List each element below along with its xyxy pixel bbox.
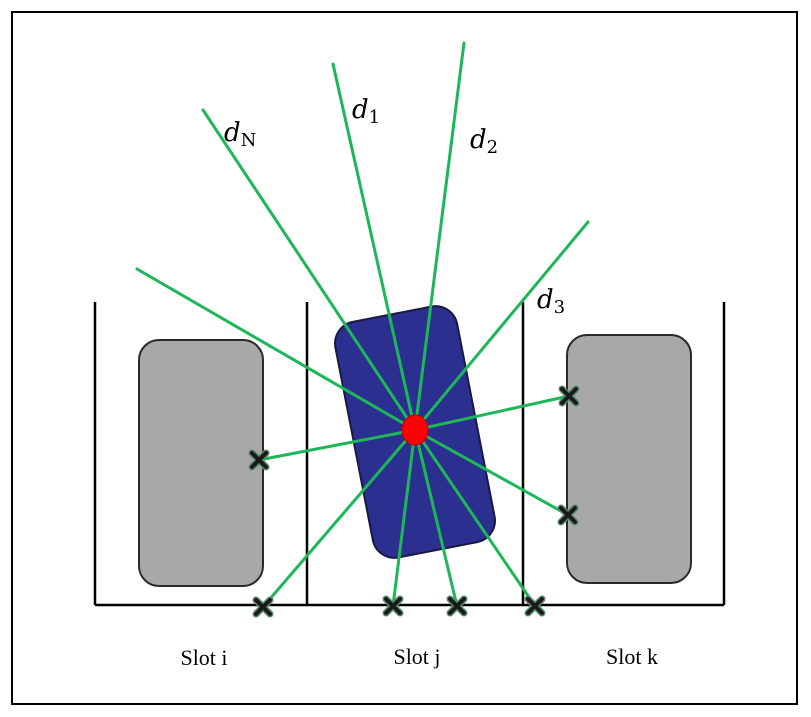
ray-d2 xyxy=(413,41,466,432)
diagram-frame xyxy=(11,11,798,705)
ray-upper-left xyxy=(135,267,417,432)
vehicle-slot-i xyxy=(138,339,264,587)
ray-hit-ground-left xyxy=(261,428,417,609)
ray-hit-ground-center-right xyxy=(413,428,459,608)
cross-mark-stroke xyxy=(559,506,577,524)
label-d1: d1 xyxy=(352,95,380,128)
sensor-origin-dot xyxy=(401,414,429,446)
ray-hit-ground-right xyxy=(413,428,537,608)
ray-hit-slot-i-vehicle xyxy=(257,428,417,462)
cross-mark-icon xyxy=(382,595,404,617)
cross-mark-icon xyxy=(524,595,546,617)
hit-markers xyxy=(248,385,580,618)
cross-mark-icon xyxy=(557,504,579,526)
cross-mark-icon xyxy=(248,449,270,471)
ray-hit-slot-k-lower xyxy=(413,428,570,517)
cross-mark-icon xyxy=(252,596,274,618)
cross-mark-stroke xyxy=(448,597,466,615)
ray-dN xyxy=(201,108,417,432)
cross-mark-stroke xyxy=(526,597,544,615)
label-dN: dN xyxy=(224,118,256,151)
cross-mark-icon xyxy=(446,595,468,617)
ray-d1 xyxy=(331,62,417,432)
cross-mark-icon xyxy=(558,385,580,407)
cross-mark-stroke xyxy=(384,597,402,615)
cross-mark-stroke xyxy=(560,387,578,405)
slot-k-label: Slot k xyxy=(606,644,658,669)
cross-mark-stroke xyxy=(254,598,272,616)
slot-j-label: Slot j xyxy=(393,644,440,669)
ray-bundle xyxy=(135,41,590,609)
slot-i-label: Slot i xyxy=(180,645,227,670)
label-d2: d2 xyxy=(470,125,498,158)
ray-d3 xyxy=(413,220,590,432)
ray-hit-ground-center xyxy=(391,428,417,608)
cross-mark-stroke xyxy=(250,451,268,469)
ray-hit-slot-k-upper xyxy=(413,394,571,432)
label-d3: d3 xyxy=(537,285,565,318)
vehicle-slot-k xyxy=(566,334,692,584)
